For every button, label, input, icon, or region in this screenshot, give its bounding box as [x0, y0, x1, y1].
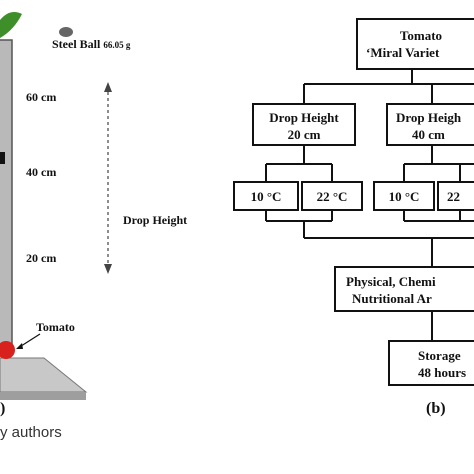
height-label-40: 40 cm [26, 165, 57, 179]
plant-leaf-icon [0, 12, 22, 38]
temp-22-box-b: 22 [437, 181, 474, 211]
steel-ball-icon [59, 27, 73, 37]
steel-ball-label: Steel Ball 66.05 g [52, 37, 131, 51]
panel-b-letter: (b) [426, 400, 446, 417]
height-label-60: 60 cm [26, 90, 57, 104]
figure-caption: y authors [0, 424, 62, 441]
temp-22-box-a: 22 °C [301, 181, 363, 211]
tomato-label: Tomato [36, 320, 75, 334]
panel-a-letter: ) [0, 400, 6, 417]
temp-10-box-a: 10 °C [233, 181, 299, 211]
drop-height-label: Drop Height [123, 213, 188, 227]
analysis-box: Physical, Chemi Nutritional Ar [334, 266, 474, 312]
height-label-20: 20 cm [26, 251, 57, 265]
tomato-variety-box: Tomato ‘Miral Variet [356, 18, 474, 70]
temp-10-box-b: 10 °C [373, 181, 435, 211]
drop-height-20-box: Drop Height 20 cm [252, 103, 356, 146]
tomato-icon [0, 341, 15, 359]
tube-marker [0, 152, 5, 164]
drop-height-40-box: Drop Heigh 40 cm [386, 103, 474, 146]
storage-box: Storage 48 hours [388, 340, 474, 386]
